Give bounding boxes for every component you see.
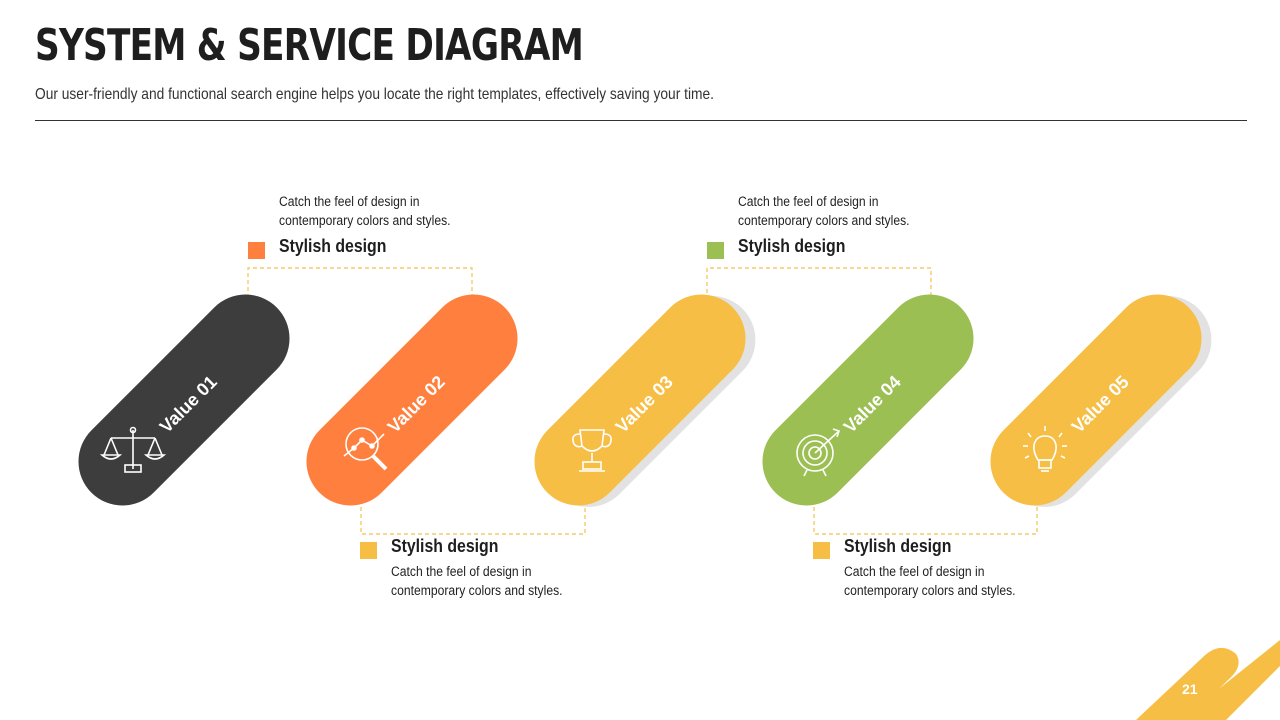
callout-marker-3 bbox=[707, 242, 724, 259]
callout-2-heading: Stylish design bbox=[391, 536, 499, 556]
callout-marker-2 bbox=[360, 542, 377, 559]
corner-stripe-front bbox=[1136, 647, 1239, 720]
magnifier-analytics-icon bbox=[343, 427, 388, 471]
value-pill-3: Value 03 bbox=[534, 294, 756, 507]
connector-1-2 bbox=[247, 267, 477, 311]
callout-1-heading: Stylish design bbox=[279, 236, 387, 256]
slide-subtitle: Our user-friendly and functional search … bbox=[35, 86, 714, 103]
value-pill-2: Value 02 bbox=[306, 294, 518, 506]
value-pill-1: Value 01 bbox=[78, 294, 290, 506]
connector-4-5 bbox=[813, 492, 1042, 535]
callout-1: Catch the feel of design in contemporary… bbox=[279, 192, 470, 257]
callout-3-text-line1: Catch the feel of design in bbox=[738, 194, 879, 209]
callout-marker-1 bbox=[248, 242, 265, 259]
callout-4-text-line2: contemporary colors and styles. bbox=[844, 583, 1016, 598]
callout-1-text-line1: Catch the feel of design in bbox=[279, 194, 420, 209]
slide-title: SYSTEM & SERVICE DIAGRAM bbox=[35, 20, 584, 71]
title-divider bbox=[35, 120, 1247, 121]
page-number: 21 bbox=[1182, 681, 1198, 697]
callout-3: Catch the feel of design in contemporary… bbox=[738, 192, 929, 257]
scales-icon bbox=[99, 426, 167, 473]
value-pill-4: Value 04 bbox=[762, 294, 974, 506]
callout-4-text-line1: Catch the feel of design in bbox=[844, 564, 985, 579]
callout-2-text-line1: Catch the feel of design in bbox=[391, 564, 532, 579]
callout-3-text-line2: contemporary colors and styles. bbox=[738, 213, 910, 228]
callout-4-heading: Stylish design bbox=[844, 536, 952, 556]
target-icon bbox=[796, 428, 841, 477]
connector-3-4 bbox=[706, 267, 936, 311]
callout-1-text-line2: contemporary colors and styles. bbox=[279, 213, 451, 228]
lightbulb-icon bbox=[1023, 426, 1067, 472]
trophy-icon bbox=[572, 429, 612, 472]
callout-2-text-line2: contemporary colors and styles. bbox=[391, 583, 563, 598]
callout-3-heading: Stylish design bbox=[738, 236, 846, 256]
callout-2: Stylish design Catch the feel of design … bbox=[391, 536, 582, 600]
callout-marker-4 bbox=[813, 542, 830, 559]
callout-4: Stylish design Catch the feel of design … bbox=[844, 536, 1035, 600]
connector-2-3 bbox=[360, 492, 590, 535]
value-pill-5: Value 05 bbox=[990, 294, 1212, 507]
